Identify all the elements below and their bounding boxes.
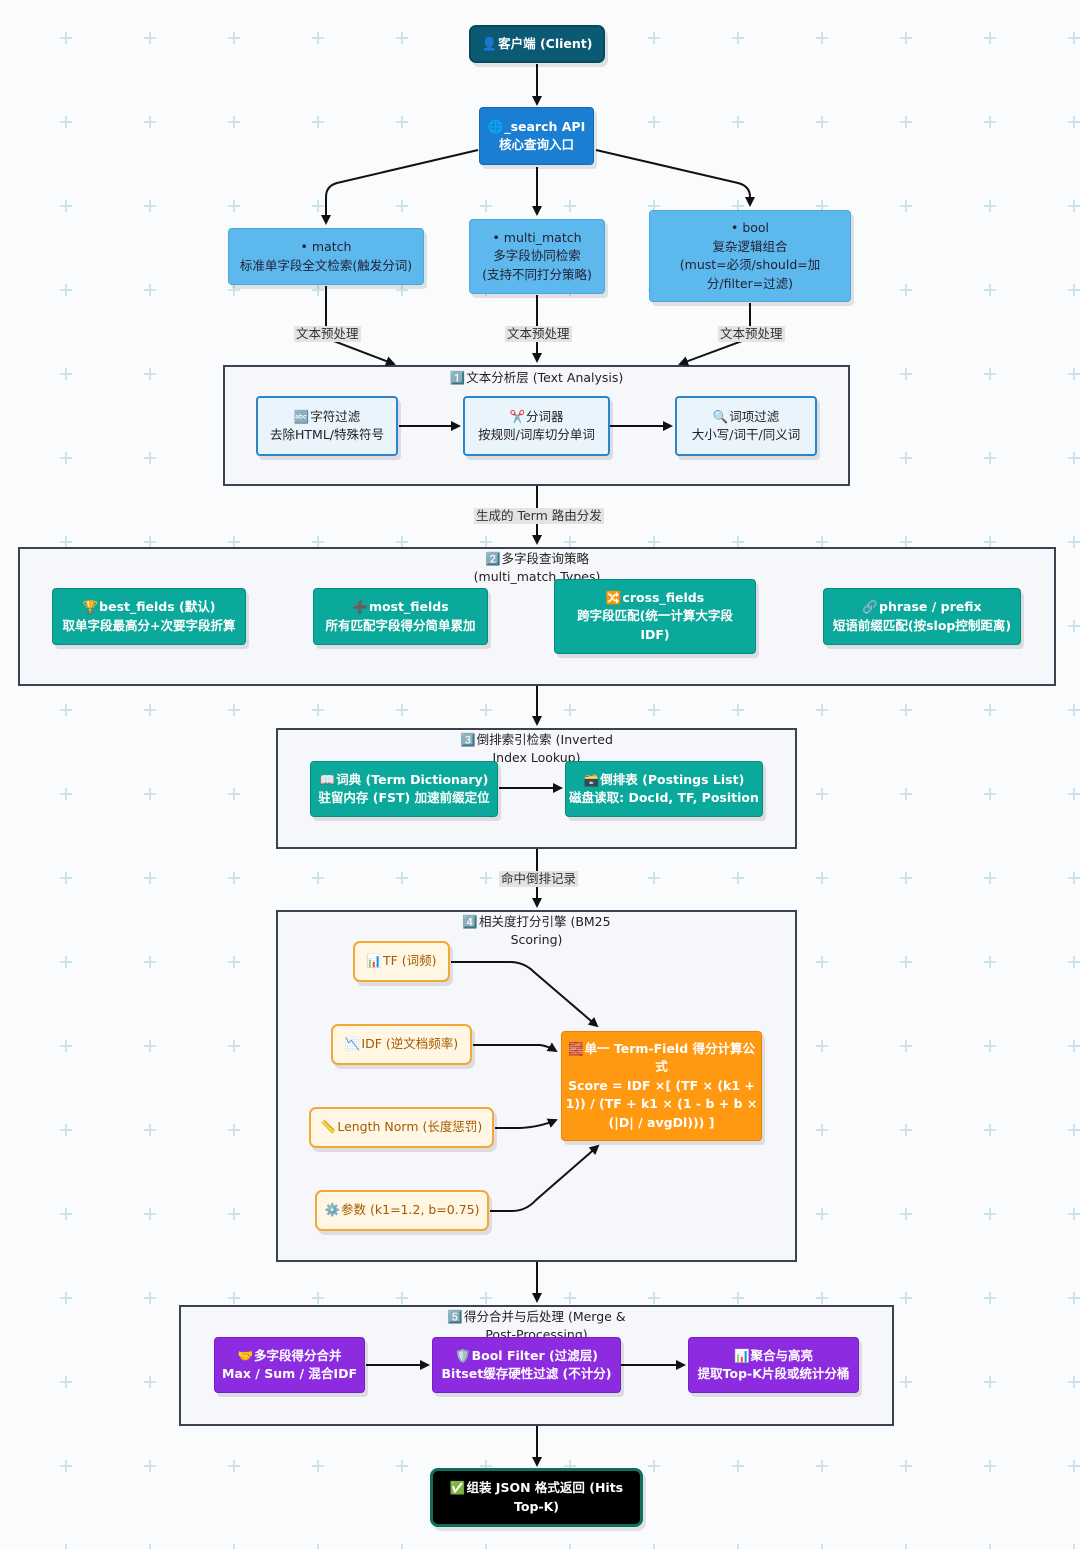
number-5-icon: 5️⃣ bbox=[447, 1309, 463, 1324]
ruler-icon: 📏 bbox=[320, 1119, 337, 1135]
gear-icon: ⚙️ bbox=[324, 1202, 341, 1218]
number-1-icon: 1️⃣ bbox=[449, 370, 466, 385]
phrase-prefix-node[interactable]: 🔗phrase / prefix 短语前缀匹配(按slop控制距离) bbox=[823, 588, 1021, 645]
edge-idf-formula bbox=[473, 1042, 558, 1053]
edge-label-preprocess-bool: 文本预处理 bbox=[718, 326, 785, 342]
link-icon: 🔗 bbox=[862, 599, 878, 614]
bool-filter-node[interactable]: 🛡️Bool Filter (过滤层) Bitset缓存硬性过滤 (不计分) bbox=[432, 1337, 621, 1393]
edge-len-formula bbox=[495, 1118, 558, 1129]
postings-list-node[interactable]: 🗃️倒排表 (Postings List) 磁盘读取: DocId, TF, P… bbox=[565, 761, 763, 817]
bar-chart-icon: 📊 bbox=[733, 1347, 750, 1363]
check-icon: ✅ bbox=[449, 1480, 466, 1495]
group-title: 1️⃣文本分析层 (Text Analysis) bbox=[449, 370, 624, 385]
bar-chart-icon: 📊 bbox=[366, 953, 382, 969]
number-4-icon: 4️⃣ bbox=[462, 914, 478, 929]
bool-query-node[interactable]: • bool 复杂逻辑组合 (must=必须/should=加 分/filter… bbox=[649, 210, 851, 302]
shuffle-icon: 🔀 bbox=[605, 589, 622, 605]
most-fields-node[interactable]: ➕most_fields 所有匹配字段得分简单累加 bbox=[313, 588, 488, 645]
tokenizer-node[interactable]: ✂️分词器 按规则/词库切分单词 bbox=[463, 396, 610, 456]
edge-label-hit-postings: 命中倒排记录 bbox=[499, 871, 579, 887]
match-query-node[interactable]: • match 标准单字段全文检索(触发分词) bbox=[228, 228, 424, 285]
user-icon: 👤 bbox=[481, 35, 498, 51]
multi-match-query-node[interactable]: • multi_match 多字段协同检索 (支持不同打分策略) bbox=[469, 219, 605, 294]
number-3-icon: 3️⃣ bbox=[460, 732, 476, 747]
edge-tf-formula bbox=[451, 961, 599, 1028]
number-2-icon: 2️⃣ bbox=[484, 551, 501, 566]
file-cabinet-icon: 🗃️ bbox=[583, 771, 600, 787]
edge-match-analysis bbox=[325, 286, 396, 366]
edge-api-bool bbox=[595, 149, 755, 207]
term-dictionary-node[interactable]: 📖词典 (Term Dictionary) 驻留内存 (FST) 加速前缀定位 bbox=[310, 761, 498, 817]
idf-node[interactable]: 📉IDF (逆文档频率) bbox=[331, 1024, 472, 1065]
edge-label-term-route: 生成的 Term 路由分发 bbox=[474, 508, 604, 524]
globe-icon: 🌐 bbox=[487, 118, 504, 134]
params-node[interactable]: ⚙️参数 (k1=1.2, b=0.75) bbox=[315, 1190, 489, 1231]
result-node[interactable]: ✅组装 JSON 格式返回 (Hits Top-K) bbox=[430, 1468, 643, 1527]
scissors-icon: ✂️ bbox=[509, 408, 526, 424]
score-formula-node[interactable]: 🧱单一 Term-Field 得分计算公 式 Score = IDF ×[ (T… bbox=[561, 1031, 762, 1141]
trophy-icon: 🏆 bbox=[82, 599, 99, 614]
magnifier-icon: 🔍 bbox=[712, 408, 729, 424]
plus-icon: ➕ bbox=[352, 599, 368, 614]
client-node[interactable]: 👤客户端 (Client) bbox=[469, 25, 605, 63]
brick-icon: 🧱 bbox=[567, 1040, 584, 1056]
edge-label-preprocess-multi: 文本预处理 bbox=[505, 326, 572, 342]
multi-merge-node[interactable]: 🤝多字段得分合并 Max / Sum / 混合IDF bbox=[214, 1337, 365, 1393]
edge-api-match bbox=[321, 149, 479, 225]
handshake-icon: 🤝 bbox=[237, 1347, 254, 1363]
chart-down-icon: 📉 bbox=[344, 1036, 361, 1052]
edge-param-formula bbox=[490, 1144, 600, 1212]
cross-fields-node[interactable]: 🔀cross_fields 跨字段匹配(统一计算大字段 IDF) bbox=[554, 579, 756, 654]
abc-icon: 🔤 bbox=[293, 408, 310, 424]
token-filter-node[interactable]: 🔍词项过滤 大小写/词干/同义词 bbox=[675, 396, 817, 456]
aggregation-node[interactable]: 📊聚合与高亮 提取Top-K片段或统计分桶 bbox=[688, 1337, 859, 1393]
edge-label-preprocess-match: 文本预处理 bbox=[294, 326, 361, 342]
book-icon: 📖 bbox=[319, 771, 336, 787]
search-api-node[interactable]: 🌐_search API 核心查询入口 bbox=[479, 107, 594, 165]
best-fields-node[interactable]: 🏆best_fields (默认) 取单字段最高分+次要字段折算 bbox=[52, 588, 246, 645]
char-filter-node[interactable]: 🔤字符过滤 去除HTML/特殊符号 bbox=[256, 396, 398, 456]
length-norm-node[interactable]: 📏Length Norm (长度惩罚) bbox=[309, 1107, 494, 1148]
shield-icon: 🛡️ bbox=[455, 1347, 471, 1363]
tf-node[interactable]: 📊TF (词频) bbox=[353, 941, 450, 982]
